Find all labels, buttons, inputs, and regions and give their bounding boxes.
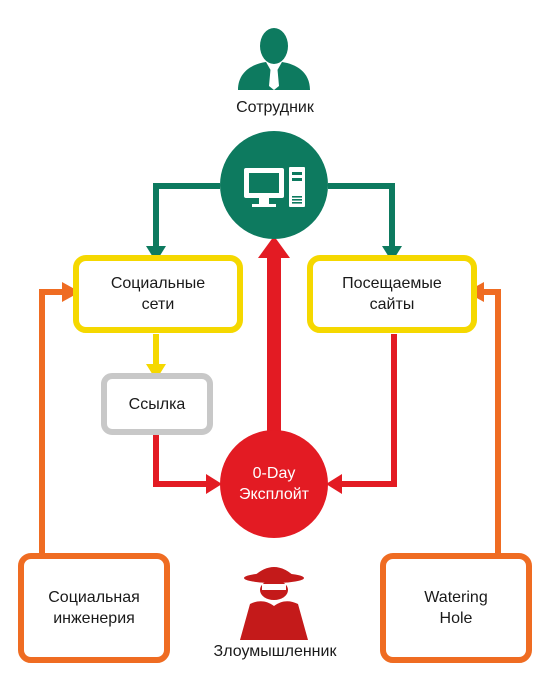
social-networks-label: Социальные сети [79,261,237,327]
social-engineering-box [18,553,170,663]
hacker-icon [240,567,308,640]
connector-social-engineering-to-social-networks [39,282,80,556]
exploit-label: 0-Day Эксплойт [220,450,328,518]
watering-hole-label: Watering Hole [386,559,526,657]
person-icon [238,28,310,90]
exploit-node [220,430,328,538]
social-engineering-line-1: Социальная [48,589,140,606]
employee-label: Сотрудник [236,99,314,116]
visited-sites-line-2: сайты [369,296,415,313]
connector-visited-sites-to-exploit [326,334,397,494]
social-networks-box [73,255,243,333]
attacker-label: Злоумышленник [213,643,337,660]
social-networks-line-1: Социальные [110,275,206,292]
visited-sites-line-1: Посещаемые [342,275,442,292]
connector-exploit-to-computer [258,236,290,436]
social-networks-line-2: сети [141,296,175,313]
connector-link-to-exploit [153,434,222,494]
link-box [101,373,213,435]
watering-hole-line-2: Hole [439,610,473,627]
link-label: Ссылка [107,379,207,429]
watering-hole-box [380,553,532,663]
watering-hole-line-1: Watering [424,589,488,606]
computer-icon [244,167,305,207]
connector-social-networks-to-link [146,334,166,380]
social-engineering-line-2: инженерия [53,610,135,627]
visited-sites-label: Посещаемые сайты [313,261,471,327]
social-engineering-label: Социальная инженерия [24,559,164,657]
exploit-line-1: 0-Day [252,465,296,482]
exploit-line-2: Эксплойт [238,486,310,503]
visited-sites-box [307,255,477,333]
computer-node [220,131,328,239]
connector-computer-to-social-networks [146,183,220,262]
connector-computer-to-visited-sites [328,183,402,262]
link-text: Ссылка [128,395,186,413]
